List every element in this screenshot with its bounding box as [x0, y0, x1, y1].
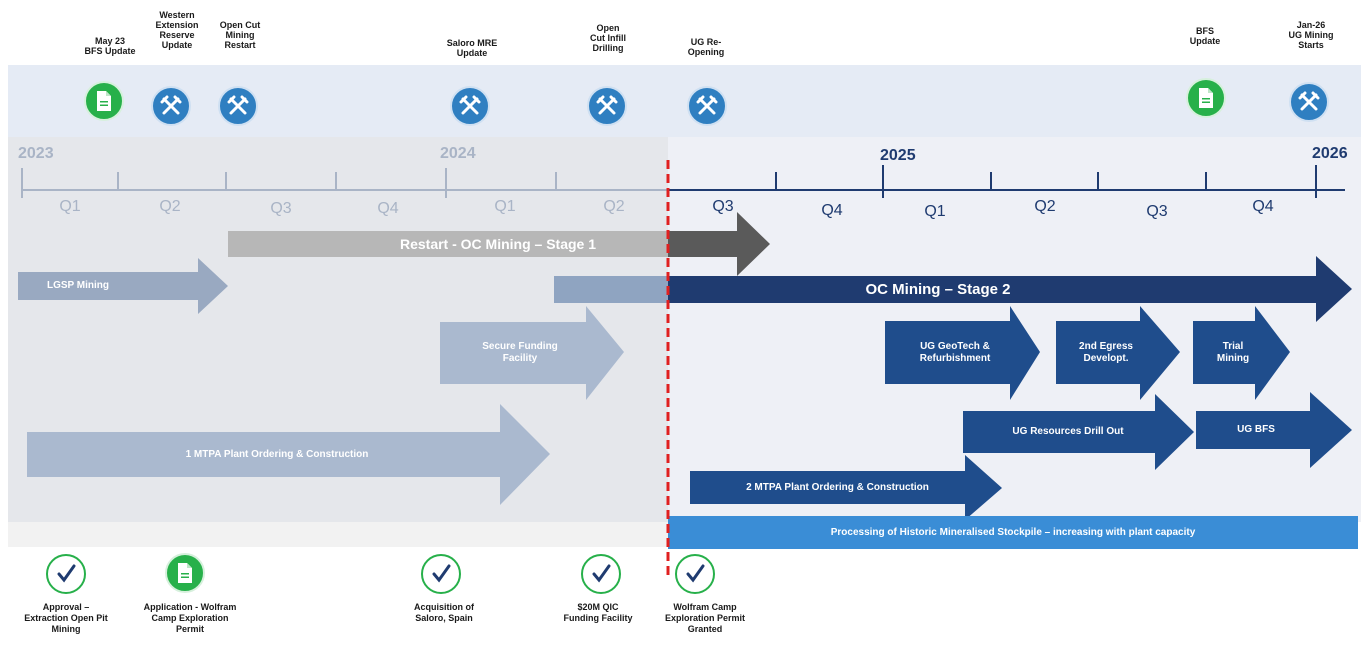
ug-bfs-label: UG BFS	[1237, 424, 1275, 435]
bottom-milestone-label: Acquisition of Saloro, Spain	[414, 602, 474, 623]
quarter-label: Q2	[603, 198, 625, 215]
mining-icon	[218, 86, 258, 126]
ug-bfs-arrow	[1196, 392, 1352, 468]
mining-icon	[1289, 82, 1329, 122]
milestone-label: Jan-26 UG Mining Starts	[1288, 20, 1334, 50]
mining-icon	[687, 86, 727, 126]
milestone-label: Open Cut Infill Drilling	[590, 23, 626, 53]
year-label: 2023	[18, 145, 54, 162]
restart-oc-arrow-head	[668, 212, 770, 276]
mining-icon	[587, 86, 627, 126]
stockpile-label: Processing of Historic Mineralised Stock…	[830, 526, 1196, 538]
restart-oc-arrow	[228, 231, 668, 257]
quarter-label: Q2	[159, 198, 181, 215]
funding-arrow	[440, 306, 624, 400]
milestone-label: Saloro MRE Update	[446, 38, 498, 58]
restart-oc-label: Restart - OC Mining – Stage 1	[399, 236, 597, 252]
document-icon	[165, 553, 205, 593]
year-label: 2025	[880, 147, 916, 164]
checkmark-icon	[675, 554, 715, 594]
bottom-milestone-label: Approval – Extraction Open Pit Mining	[24, 602, 108, 634]
quarter-label: Q3	[270, 200, 292, 217]
plant2-label: 2 MTPA Plant Ordering & Construction	[746, 481, 929, 493]
quarter-label: Q4	[377, 200, 399, 217]
milestone-label: Western Extension Reserve Update	[155, 10, 199, 50]
trial-label: Trial Mining	[1216, 340, 1250, 364]
bottom-milestone-label: Application - Wolfram Camp Exploration P…	[143, 602, 237, 634]
ug-geotech-label: UG GeoTech & Refurbishment	[919, 340, 991, 364]
lgsp-arrow	[18, 258, 228, 314]
lgsp-label: LGSP Mining	[46, 280, 110, 291]
ug-drill-arrow	[963, 394, 1194, 470]
milestone-label: Open Cut Mining Restart	[219, 20, 261, 50]
milestone-label: May 23 BFS Update	[84, 36, 136, 56]
oc-stage2-arrow-past	[554, 276, 668, 303]
bottom-milestone-label: Wolfram Camp Exploration Permit Granted	[664, 602, 745, 634]
year-label: 2024	[440, 145, 476, 162]
plant1-arrow	[27, 404, 550, 505]
mining-icon	[151, 86, 191, 126]
document-icon	[84, 81, 124, 121]
checkmark-icon	[46, 554, 86, 594]
milestone-label: BFS Update	[1189, 26, 1221, 46]
oc-stage2-label: OC Mining – Stage 2	[865, 280, 1011, 298]
bottom-milestone-label: $20M QIC Funding Facility	[563, 602, 633, 623]
egress-arrow	[1056, 306, 1180, 400]
year-label: 2026	[1312, 145, 1348, 162]
quarter-label: Q1	[924, 203, 946, 220]
quarter-label: Q4	[821, 202, 843, 219]
quarter-label: Q3	[712, 198, 734, 215]
quarter-label: Q1	[59, 198, 81, 215]
quarter-label: Q4	[1252, 198, 1274, 215]
plant2-arrow	[690, 455, 1002, 520]
oc-stage2-arrow	[668, 256, 1352, 322]
trial-arrow	[1193, 306, 1290, 400]
ug-geotech-arrow	[885, 306, 1040, 400]
quarter-label: Q2	[1034, 198, 1056, 215]
plant1-label: 1 MTPA Plant Ordering & Construction	[185, 448, 369, 460]
funding-label: Secure Funding Facility	[482, 341, 558, 364]
quarter-label: Q3	[1146, 203, 1168, 220]
mining-icon	[450, 86, 490, 126]
checkmark-icon	[581, 554, 621, 594]
egress-label: 2nd Egress Developt.	[1079, 340, 1133, 364]
quarter-label: Q1	[494, 198, 516, 215]
document-icon	[1186, 78, 1226, 118]
milestone-label: UG Re- Opening	[687, 37, 725, 57]
stockpile-bar	[668, 516, 1358, 549]
ug-drill-label: UG Resources Drill Out	[1012, 426, 1124, 437]
checkmark-icon	[421, 554, 461, 594]
